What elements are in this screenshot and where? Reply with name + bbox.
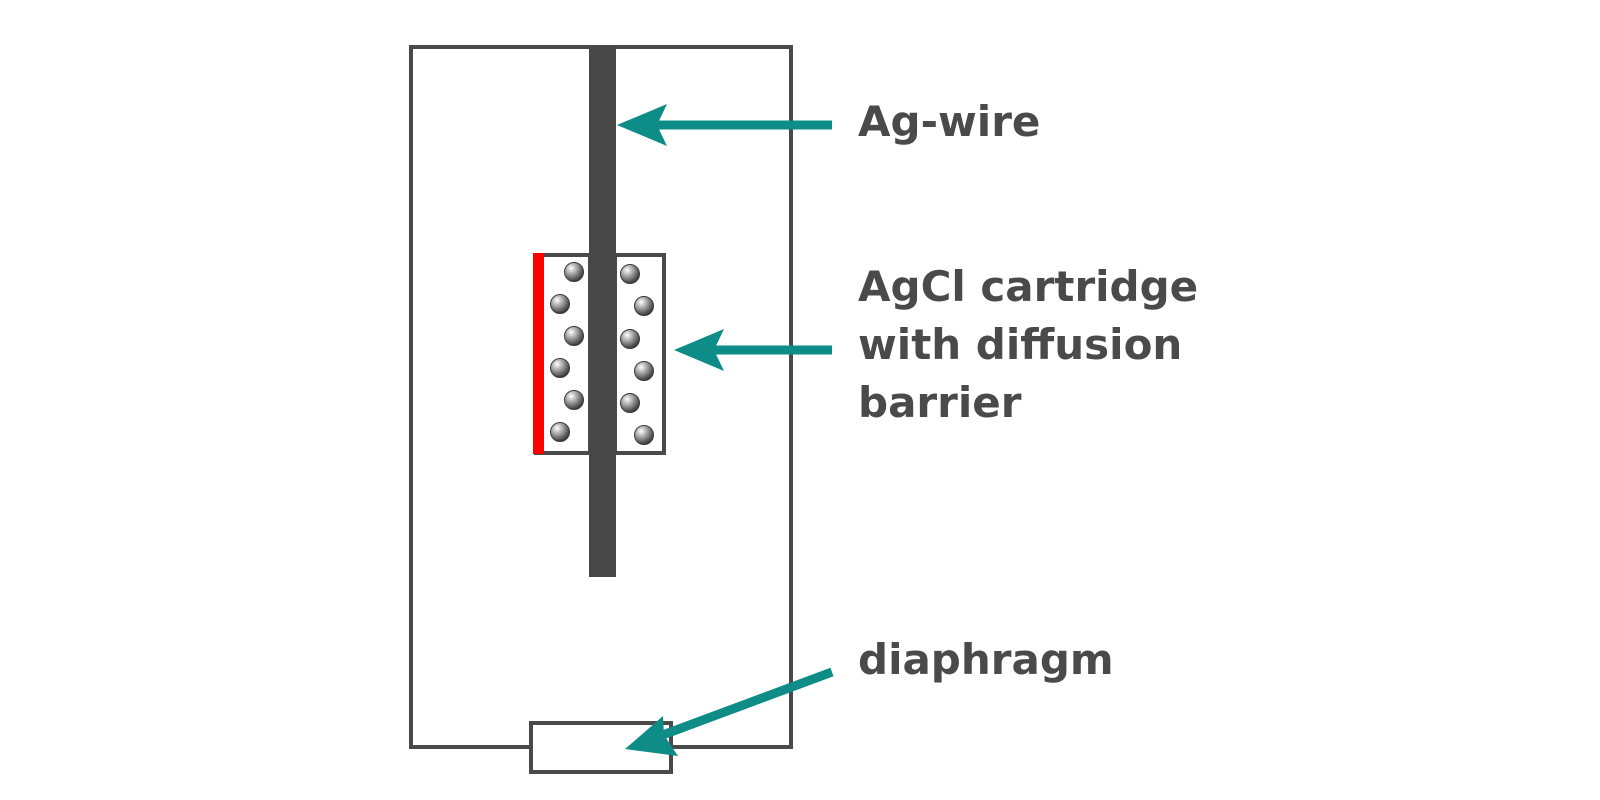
ag-wire-arrow-icon [617, 104, 832, 146]
cartridge-label: AgCl cartridge with diffusion barrier [858, 258, 1198, 432]
agcl-cartridge-left [534, 253, 592, 455]
agcl-particle-icon [620, 393, 640, 413]
agcl-cartridge-right [613, 253, 666, 455]
ag-wire-label: Ag-wire [858, 93, 1040, 151]
cartridge-label-line-1: AgCl cartridge [858, 262, 1199, 311]
cartridge-label-line-2: with diffusion [858, 320, 1183, 369]
agcl-particle-icon [564, 326, 584, 346]
agcl-particle-icon [634, 361, 654, 381]
ag-wire-label-text: Ag-wire [858, 97, 1041, 146]
cartridge-label-line-3: barrier [858, 378, 1022, 427]
agcl-particle-icon [634, 296, 654, 316]
agcl-particle-icon [620, 264, 640, 284]
agcl-particle-icon [634, 425, 654, 445]
diaphragm-arrow-icon [625, 667, 834, 756]
agcl-particles-right [620, 264, 654, 445]
diaphragm-label-text: diaphragm [858, 635, 1114, 684]
agcl-particles-left [550, 262, 584, 442]
agcl-particle-icon [550, 358, 570, 378]
agcl-particle-icon [564, 262, 584, 282]
agcl-particle-icon [550, 294, 570, 314]
agcl-particle-icon [620, 329, 640, 349]
ag-wire [589, 47, 616, 577]
diaphragm-label: diaphragm [858, 631, 1114, 689]
agcl-particle-icon [564, 390, 584, 410]
cartridge-arrow-icon [674, 329, 832, 371]
agcl-particle-icon [550, 422, 570, 442]
diffusion-barrier [533, 253, 544, 454]
